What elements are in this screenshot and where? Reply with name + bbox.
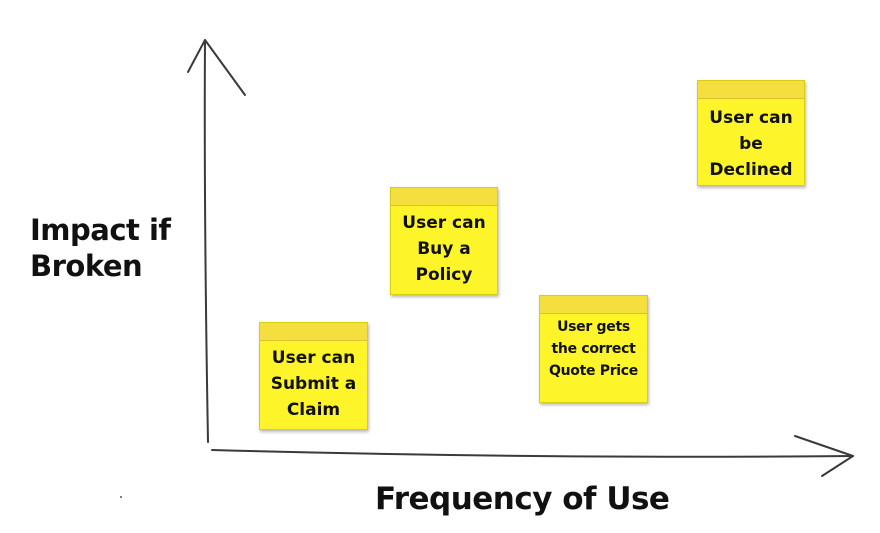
sticky-note-line: Claim [286, 400, 341, 420]
sticky-note-text: User gets the correct Quote Price [540, 316, 647, 382]
stray-dot [120, 496, 122, 498]
y-axis-arrowhead [187, 39, 246, 96]
sticky-note-adhesive-strip [391, 188, 497, 206]
sticky-note-text: User can be Declined [698, 105, 804, 183]
sticky-note-line: Buy a [417, 239, 471, 259]
x-axis-label: Frequency of Use [375, 481, 670, 517]
y-axis-label-line: Impact if [30, 213, 171, 247]
sticky-note-line: the correct [551, 341, 636, 357]
sticky-note-line: User gets [557, 319, 630, 335]
sticky-note-submit-claim: User can Submit a Claim [259, 322, 368, 430]
sticky-note-adhesive-strip [698, 81, 804, 99]
sticky-note-line: Policy [415, 265, 473, 285]
sticky-note-line: User can [271, 348, 356, 368]
x-axis-line [211, 449, 854, 458]
sticky-note-line: Quote Price [548, 363, 638, 379]
x-axis-arrowhead [794, 435, 854, 477]
sticky-note-adhesive-strip [260, 323, 367, 341]
sticky-note-text: User can Submit a Claim [260, 345, 367, 423]
sticky-note-line: Declined [709, 160, 793, 180]
y-axis-label-line: Broken [30, 249, 143, 283]
sticky-note-line: be [739, 134, 763, 154]
sticky-note-line: User can [402, 213, 486, 233]
y-axis-label: Impact if Broken [30, 212, 200, 284]
sticky-note-line: Submit a [270, 374, 357, 394]
sticky-note-line: User can [709, 108, 793, 128]
sticky-note-text: User can Buy a Policy [391, 210, 497, 288]
sticky-note-adhesive-strip [540, 296, 647, 314]
sticky-note-declined: User can be Declined [697, 80, 805, 186]
sticky-note-buy-policy: User can Buy a Policy [390, 187, 498, 295]
y-axis-line [203, 39, 209, 443]
sticky-note-quote-price: User gets the correct Quote Price [539, 295, 648, 403]
